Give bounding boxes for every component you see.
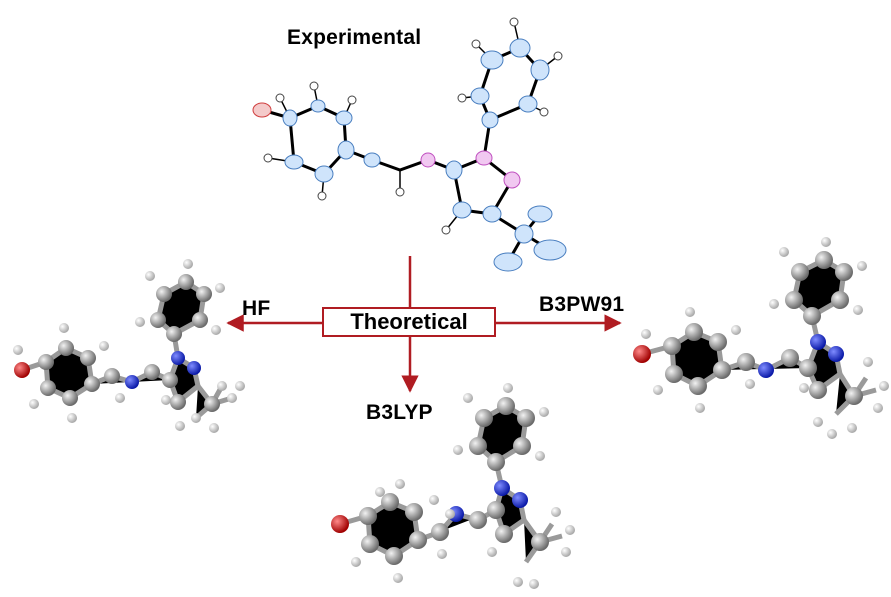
b3lyp-label: B3LYP <box>366 401 433 424</box>
b3pw91-molecule-icon <box>633 237 889 439</box>
theoretical-label: Theoretical <box>350 309 468 334</box>
b3pw91-label: B3PW91 <box>539 293 625 316</box>
b3lyp-molecule-icon <box>331 383 575 589</box>
hf-molecule-icon <box>13 259 245 433</box>
hf-label: HF <box>242 297 271 320</box>
ortep-atoms <box>252 38 567 272</box>
ortep-structure-icon <box>261 21 559 263</box>
theoretical-box: Theoretical <box>322 307 496 337</box>
ortep-hydrogens <box>263 17 563 235</box>
arrows <box>226 256 622 393</box>
experimental-label: Experimental <box>287 26 422 49</box>
